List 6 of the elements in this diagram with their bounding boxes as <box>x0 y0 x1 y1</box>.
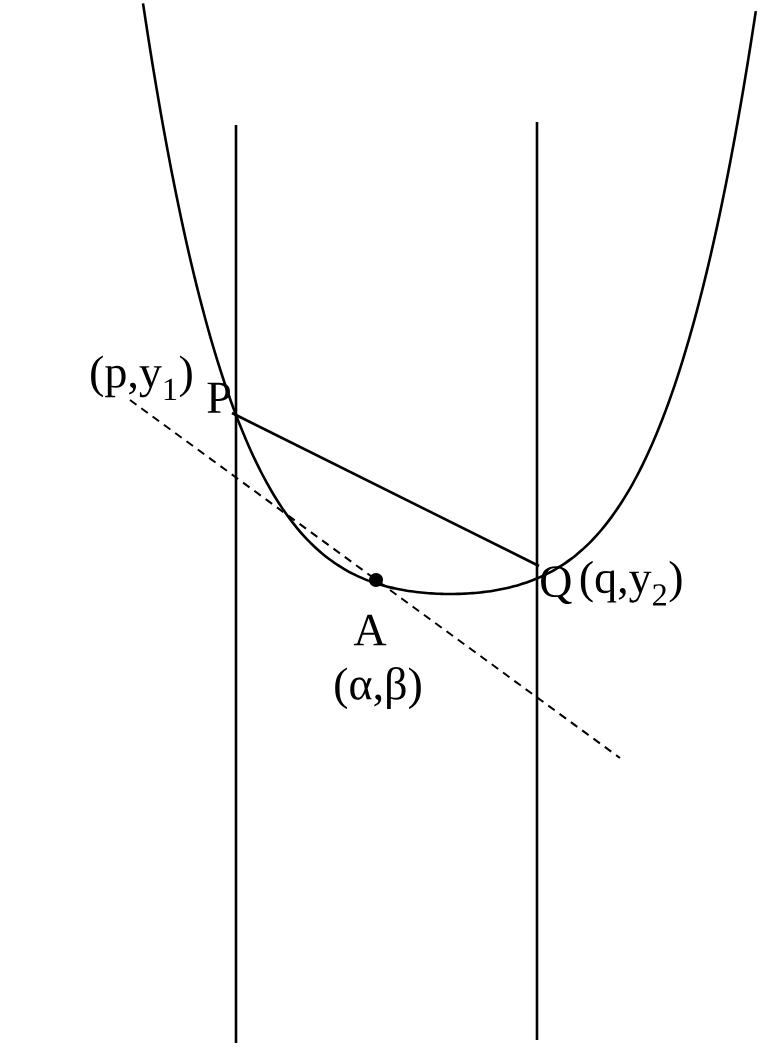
point-label: Q <box>541 566 572 605</box>
point-label: A <box>353 614 387 646</box>
chord-line <box>231 411 540 568</box>
coordinate-label: (p,y$_{1}$) <box>91 355 192 401</box>
coordinate-label: (q,y$_{2}$) <box>580 560 682 606</box>
point-label: (α,β) <box>335 666 421 710</box>
